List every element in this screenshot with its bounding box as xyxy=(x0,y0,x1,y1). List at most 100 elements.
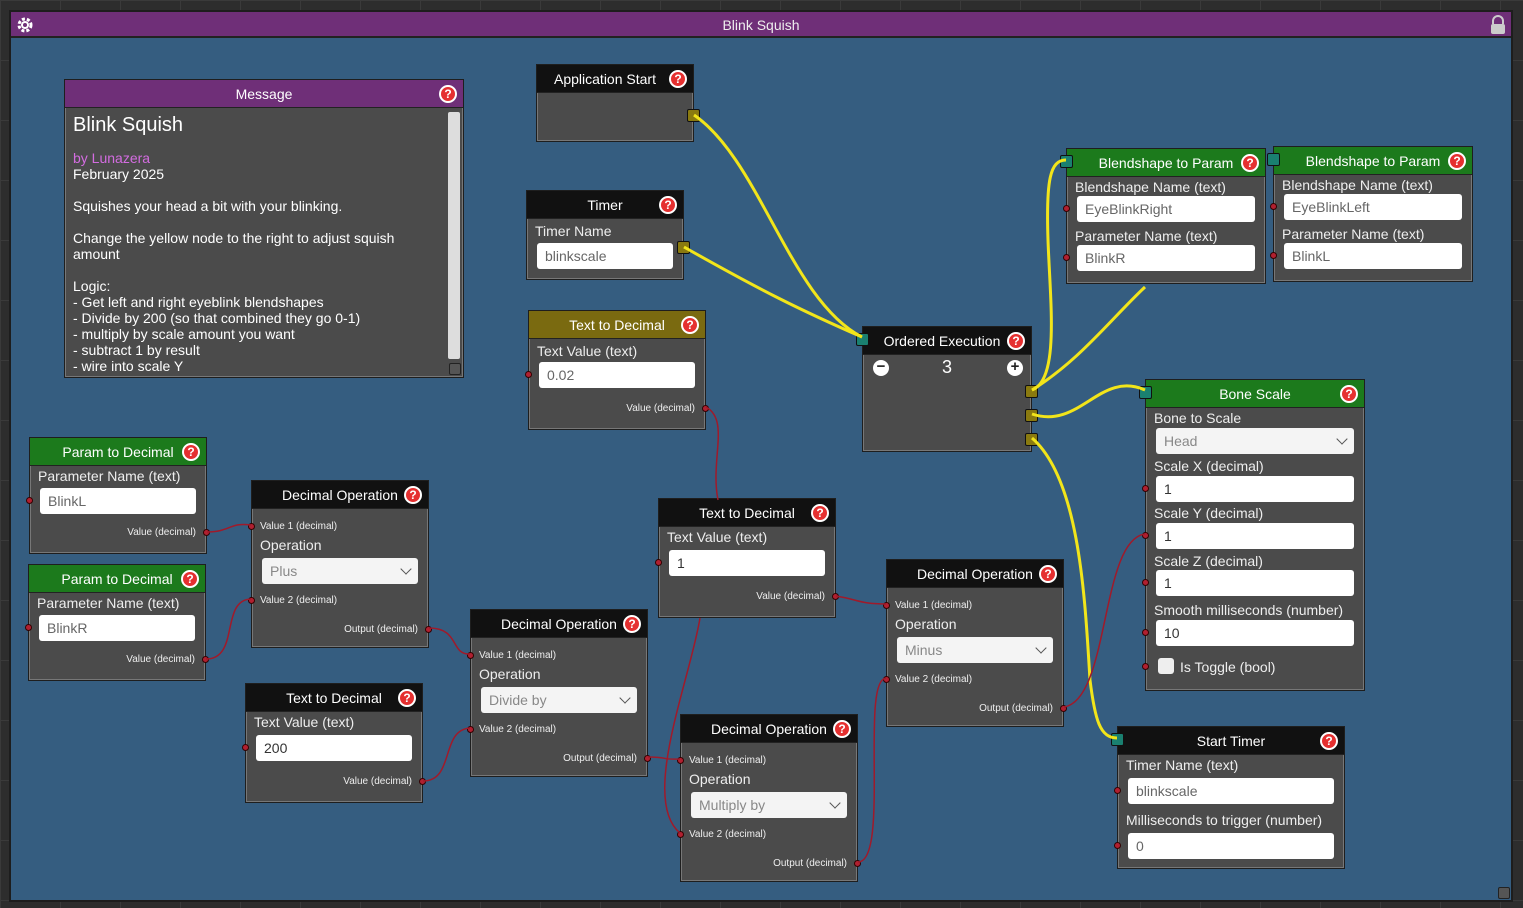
output-port[interactable] xyxy=(203,529,210,536)
decimal-operation-node[interactable]: Decimal Operation? Value 1 (decimal) Ope… xyxy=(248,480,432,648)
node-header[interactable]: Blendshape to Param? xyxy=(1067,149,1265,177)
help-icon[interactable]: ? xyxy=(669,70,687,88)
bone-select[interactable]: Head xyxy=(1156,428,1354,454)
start-timer-node[interactable]: Start Timer? Timer Name (text) blinkscal… xyxy=(1111,726,1345,869)
help-icon[interactable]: ? xyxy=(398,689,416,707)
help-icon[interactable]: ? xyxy=(1039,565,1057,583)
input-port[interactable] xyxy=(677,831,684,838)
node-header[interactable]: Param to Decimal? xyxy=(30,438,206,466)
decimal-operation-node[interactable]: Decimal Operation? Value 1 (decimal) Ope… xyxy=(883,559,1067,727)
help-icon[interactable]: ? xyxy=(1320,732,1338,750)
node-header[interactable]: Decimal Operation? xyxy=(252,481,428,509)
operation-select[interactable]: Divide by xyxy=(481,687,637,713)
output-port[interactable] xyxy=(202,656,209,663)
application-start-node[interactable]: Application Start? xyxy=(536,64,700,142)
output-port[interactable] xyxy=(702,405,709,412)
flow-input-port[interactable] xyxy=(1060,155,1073,168)
node-header[interactable]: Param to Decimal? xyxy=(29,565,205,593)
text-value-input[interactable]: 200 xyxy=(256,735,412,761)
node-header[interactable]: Message? xyxy=(65,80,463,108)
node-header[interactable]: Text to Decimal? xyxy=(529,311,705,339)
milliseconds-input[interactable]: 0 xyxy=(1128,833,1334,859)
input-port[interactable] xyxy=(467,652,474,659)
input-port[interactable] xyxy=(1114,842,1121,849)
decrement-button[interactable]: − xyxy=(873,359,889,376)
input-port[interactable] xyxy=(655,559,662,566)
blendshape-to-param-node[interactable]: Blendshape to Param? Blendshape Name (te… xyxy=(1060,148,1266,284)
text-to-decimal-node[interactable]: Text to Decimal? Text Value (text) 0.02 … xyxy=(525,310,709,430)
node-header[interactable]: Start Timer? xyxy=(1118,727,1344,755)
exec-output-port[interactable] xyxy=(677,241,690,254)
input-port[interactable] xyxy=(1142,663,1149,670)
operation-select[interactable]: Minus xyxy=(897,637,1053,663)
input-port[interactable] xyxy=(883,602,890,609)
node-header[interactable]: Blendshape to Param? xyxy=(1274,147,1472,175)
flow-input-port[interactable] xyxy=(1139,386,1152,399)
output-port[interactable] xyxy=(854,860,861,867)
output-port[interactable] xyxy=(832,593,839,600)
message-node[interactable]: Message? Blink Squish by Lunazera Februa… xyxy=(64,79,464,378)
help-icon[interactable]: ? xyxy=(1340,385,1358,403)
flow-input-port[interactable] xyxy=(1267,153,1280,166)
window-resize-handle[interactable] xyxy=(1498,887,1510,899)
gear-icon[interactable] xyxy=(15,15,35,35)
smooth-ms-input[interactable]: 10 xyxy=(1156,620,1354,646)
node-header[interactable]: Decimal Operation? xyxy=(681,715,857,743)
scrollbar[interactable] xyxy=(448,112,460,359)
parameter-name-input[interactable]: BlinkL xyxy=(40,488,196,514)
help-icon[interactable]: ? xyxy=(1241,154,1259,172)
exec-output-port[interactable] xyxy=(1025,433,1038,446)
increment-button[interactable]: + xyxy=(1007,359,1023,376)
input-port[interactable] xyxy=(883,676,890,683)
help-icon[interactable]: ? xyxy=(1448,152,1466,170)
output-port[interactable] xyxy=(425,626,432,633)
decimal-operation-node[interactable]: Decimal Operation? Value 1 (decimal) Ope… xyxy=(677,714,861,882)
text-value-input[interactable]: 1 xyxy=(669,550,825,576)
help-icon[interactable]: ? xyxy=(1007,332,1025,350)
input-port[interactable] xyxy=(1142,532,1149,539)
input-port[interactable] xyxy=(1270,252,1277,259)
help-icon[interactable]: ? xyxy=(404,486,422,504)
parameter-name-input[interactable]: BlinkR xyxy=(1077,245,1255,271)
help-icon[interactable]: ? xyxy=(681,316,699,334)
help-icon[interactable]: ? xyxy=(181,570,199,588)
input-port[interactable] xyxy=(248,523,255,530)
output-port[interactable] xyxy=(644,755,651,762)
help-icon[interactable]: ? xyxy=(833,720,851,738)
input-port[interactable] xyxy=(467,726,474,733)
node-header[interactable]: Text to Decimal? xyxy=(659,499,835,527)
input-port[interactable] xyxy=(1063,205,1070,212)
input-port[interactable] xyxy=(242,744,249,751)
exec-output-port[interactable] xyxy=(1025,409,1038,422)
operation-select[interactable]: Plus xyxy=(262,558,418,584)
exec-output-port[interactable] xyxy=(687,109,700,122)
output-port[interactable] xyxy=(1060,705,1067,712)
flow-input-port[interactable] xyxy=(1111,733,1124,746)
timer-name-input[interactable]: blinkscale xyxy=(537,243,673,269)
text-to-decimal-node[interactable]: Text to Decimal? Text Value (text) 1 Val… xyxy=(655,498,839,618)
output-port[interactable] xyxy=(419,778,426,785)
ordered-execution-node[interactable]: Ordered Execution? − 3 + xyxy=(856,326,1038,452)
text-to-decimal-node[interactable]: Text to Decimal? Text Value (text) 200 V… xyxy=(242,683,426,803)
input-port[interactable] xyxy=(1270,203,1277,210)
parameter-name-input[interactable]: BlinkL xyxy=(1284,243,1462,269)
help-icon[interactable]: ? xyxy=(811,504,829,522)
help-icon[interactable]: ? xyxy=(623,615,641,633)
scale-z-input[interactable]: 1 xyxy=(1156,570,1354,596)
timer-name-input[interactable]: blinkscale xyxy=(1128,778,1334,804)
parameter-name-input[interactable]: BlinkR xyxy=(39,615,195,641)
blendshape-to-param-node[interactable]: Blendshape to Param? Blendshape Name (te… xyxy=(1267,146,1473,282)
node-header[interactable]: Application Start? xyxy=(537,65,693,93)
node-header[interactable]: Bone Scale? xyxy=(1146,380,1364,408)
node-header[interactable]: Ordered Execution? xyxy=(863,327,1031,355)
operation-select[interactable]: Multiply by xyxy=(691,792,847,818)
input-port[interactable] xyxy=(1114,787,1121,794)
node-header[interactable]: Decimal Operation? xyxy=(887,560,1063,588)
bone-scale-node[interactable]: Bone Scale? Bone to Scale Head Scale X (… xyxy=(1139,379,1365,691)
input-port[interactable] xyxy=(525,371,532,378)
input-port[interactable] xyxy=(1142,485,1149,492)
resize-handle[interactable] xyxy=(449,363,461,375)
input-port[interactable] xyxy=(25,624,32,631)
exec-output-port[interactable] xyxy=(1025,385,1038,398)
help-icon[interactable]: ? xyxy=(182,443,200,461)
